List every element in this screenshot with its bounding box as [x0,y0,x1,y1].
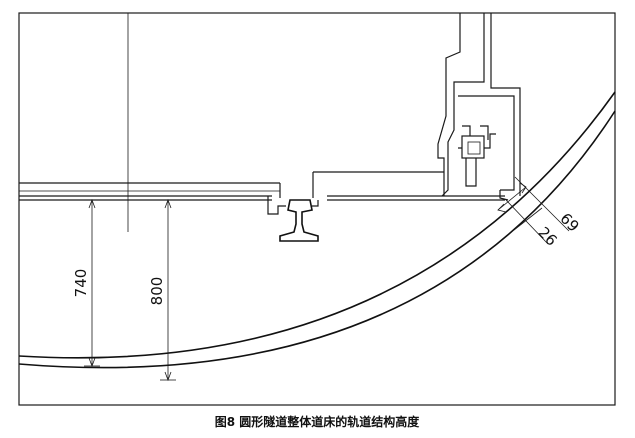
fastener-block-outer [461,135,485,159]
dimension-69-label: 69 [556,209,582,235]
dimension-26-label: 26 [534,223,560,249]
dimension-740-label: 740 [72,269,90,298]
platform-outline-outer [490,13,521,196]
rail-profile [279,199,319,242]
dimension-800-label: 800 [148,277,166,306]
fastener-slot-right [312,200,319,207]
platform-inner-box [458,95,515,191]
platform-outline-inner [441,13,485,197]
dimension-800 [160,198,176,382]
radial-dimension [497,176,570,245]
dimension-740 [84,198,100,368]
fastener-block-inner [467,141,481,155]
fastener-bolt-right [480,125,489,140]
fastener-slot [267,196,286,215]
tunnel-lining-outer-arc [18,110,616,369]
fastener-block-bracket [458,133,496,187]
fastener-bolt-left [462,125,471,136]
figure-caption: 图8 圆形隧道整体道床的轨道结构高度 [215,414,421,429]
platform-edge-curve [499,190,509,201]
figure-frame [18,12,616,406]
platform-wall-left [437,13,461,196]
tunnel-lining-inner-arc [18,91,616,359]
